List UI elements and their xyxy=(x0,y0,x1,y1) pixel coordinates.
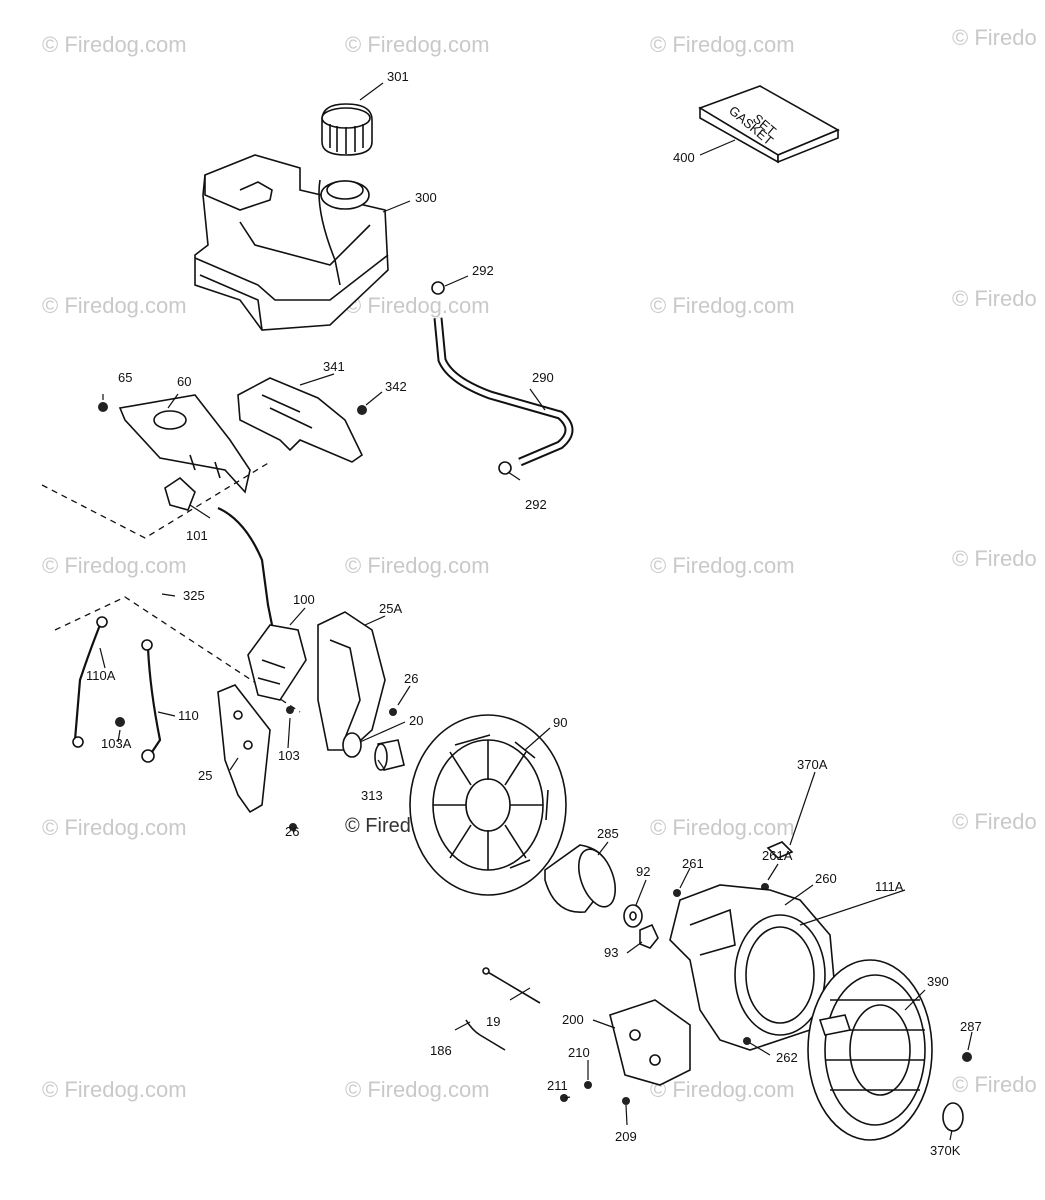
watermark: © Firedog.com xyxy=(345,32,490,57)
rewind-starter-part xyxy=(807,959,972,1141)
callout-label: 370A xyxy=(797,757,828,772)
ground-wire-part xyxy=(72,616,162,763)
callout-label: 92 xyxy=(636,864,650,879)
starter-cup-part xyxy=(544,844,617,913)
watermark: © Firedog.com xyxy=(42,1077,187,1102)
watermark: © Firedog.com xyxy=(345,553,490,578)
fuel-line-part xyxy=(431,281,574,475)
callout-label: 301 xyxy=(387,69,409,84)
callout-label: 260 xyxy=(815,871,837,886)
fuel-cap-part xyxy=(321,103,373,156)
watermark: © Firedog.com xyxy=(42,553,187,578)
callout-label: 25 xyxy=(198,768,212,783)
watermark: © Firedog.com xyxy=(345,293,490,318)
reference-line xyxy=(54,596,301,713)
watermark: © Firedo xyxy=(952,1072,1037,1097)
callout-label: 25A xyxy=(379,601,402,616)
callout-label: 211 xyxy=(547,1078,568,1093)
callout-label: 200 xyxy=(562,1012,584,1027)
callout-label: 313 xyxy=(361,788,383,803)
watermark: © Firedog.com xyxy=(42,32,187,57)
shroud-25a-part xyxy=(317,611,386,751)
watermark: © Firedog.com xyxy=(650,1077,795,1102)
callout-label: 111A xyxy=(875,879,904,894)
callout-label: 209 xyxy=(615,1129,637,1144)
watermark: © Firedog.com xyxy=(345,1077,490,1102)
callout-label: 285 xyxy=(597,826,619,841)
watermark: © Firedog.com xyxy=(42,293,187,318)
flywheel-part xyxy=(409,714,567,896)
spark-plug-boot-part xyxy=(164,476,274,626)
callout-label: 400 xyxy=(673,150,695,165)
callout-label: 65 xyxy=(118,370,132,385)
callout-label: 292 xyxy=(525,497,547,512)
watermark: © Firedog.com xyxy=(650,815,795,840)
callout-label: 261 xyxy=(682,856,704,871)
governor-link-part xyxy=(465,967,541,1051)
bushing-part xyxy=(342,732,405,771)
bracket-part xyxy=(98,394,251,494)
fuel-tank-part xyxy=(194,154,389,331)
washer-nut-part xyxy=(623,883,769,949)
control-plate-part xyxy=(560,999,751,1105)
callout-label: 262 xyxy=(776,1050,798,1065)
callout-label: 292 xyxy=(472,263,494,278)
callout-label: 390 xyxy=(927,974,949,989)
watermark: © Firedo xyxy=(952,25,1037,50)
callout-label: 100 xyxy=(293,592,315,607)
blower-housing-part xyxy=(669,841,836,1051)
watermark: © Firedog.com xyxy=(650,553,795,578)
callout-label: 103A xyxy=(101,736,132,751)
watermark: © Firedo xyxy=(952,286,1037,311)
callout-label: 60 xyxy=(177,374,191,389)
callout-label: 110 xyxy=(178,708,199,723)
callout-label: 20 xyxy=(409,713,423,728)
gasket-set-part: GASKET SET xyxy=(698,85,840,164)
leader-lines xyxy=(99,82,973,1141)
callout-label: 341 xyxy=(323,359,345,374)
callout-label: 19 xyxy=(486,1014,500,1029)
ignition-module-part xyxy=(247,624,307,701)
control-bracket-part xyxy=(237,377,367,463)
watermark: © Firedo xyxy=(952,546,1037,571)
mounting-plate-part xyxy=(217,684,397,831)
callout-label: 101 xyxy=(186,528,208,543)
watermark: © Firedo xyxy=(952,809,1037,834)
callout-label: 26 xyxy=(404,671,418,686)
callout-label: 186 xyxy=(430,1043,452,1058)
callout-label: 261A xyxy=(762,848,793,863)
reference-line xyxy=(41,461,271,539)
callout-label: 287 xyxy=(960,1019,982,1034)
watermark-layer: © Firedog.com © Firedog.com © Firedog.co… xyxy=(42,25,1037,1102)
callout-label: 370K xyxy=(930,1143,961,1158)
callout-label: 290 xyxy=(532,370,554,385)
callout-label: 26 xyxy=(285,824,299,839)
watermark: © Firedog.com xyxy=(42,815,187,840)
callout-labels: 301 300 400 292 290 65 60 341 342 292 10… xyxy=(86,69,982,1158)
callout-label: 300 xyxy=(415,190,437,205)
callout-label: 110A xyxy=(86,668,116,683)
callout-label: 325 xyxy=(183,588,205,603)
callout-label: 90 xyxy=(553,715,567,730)
watermark: © Firedog.com xyxy=(650,32,795,57)
watermark: © Firedog.com xyxy=(650,293,795,318)
callout-label: 210 xyxy=(568,1045,590,1060)
callout-label: 93 xyxy=(604,945,618,960)
callout-label: 103 xyxy=(278,748,300,763)
callout-label: 342 xyxy=(385,379,407,394)
